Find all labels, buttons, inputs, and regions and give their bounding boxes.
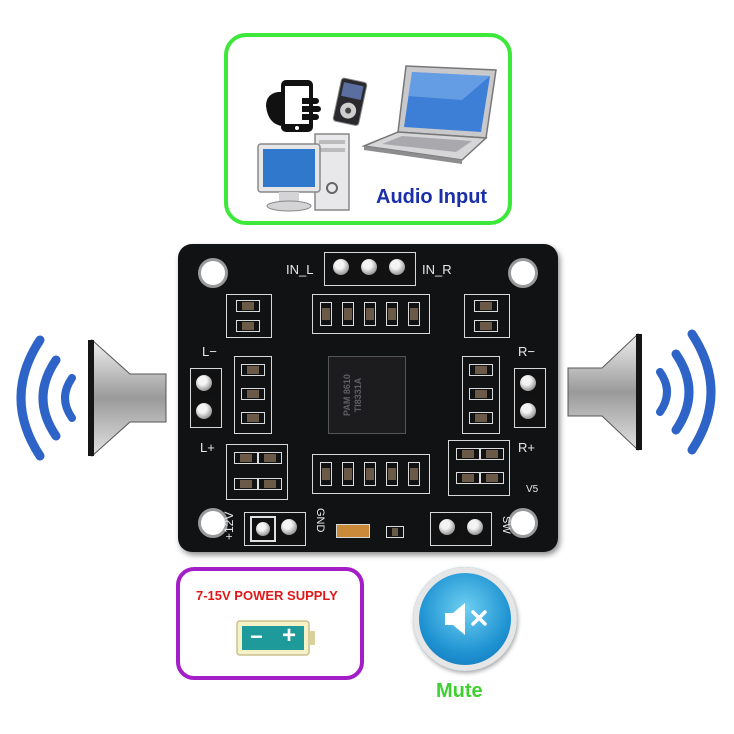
terminal-outline: [190, 368, 222, 428]
smd-component: [234, 452, 258, 464]
in-l-label: IN_L: [286, 262, 314, 277]
smd-component: [469, 388, 493, 400]
smd-group-outline: [312, 454, 430, 494]
v5-label: V5: [526, 484, 539, 495]
smd-group-outline: [226, 444, 288, 500]
amplifier-chip: [328, 356, 406, 434]
speaker-l-pin: [193, 400, 219, 426]
smd-group-outline: [234, 356, 272, 434]
power-supply-box: [176, 567, 364, 680]
led-component: [336, 524, 370, 538]
smd-component: [386, 302, 398, 326]
gnd-label: GND: [314, 508, 326, 533]
smd-component: [480, 472, 504, 484]
audio-input-label: Audio Input: [376, 186, 488, 208]
smd-component: [474, 300, 498, 312]
smd-component: [320, 462, 332, 486]
sw-pin: [436, 516, 462, 542]
in-r-label: IN_R: [422, 262, 452, 277]
smd-group-outline: [464, 294, 510, 338]
smd-component: [241, 412, 265, 424]
mounting-hole: [198, 258, 228, 288]
smd-component: [386, 526, 404, 538]
smd-group-outline: [462, 356, 500, 434]
smd-component: [236, 300, 260, 312]
input-header-outline: [324, 252, 416, 286]
smd-component: [364, 462, 376, 486]
mounting-hole: [508, 258, 538, 288]
l-plus-label: L+: [200, 440, 215, 455]
speaker-right-icon: [567, 329, 716, 455]
battery-minus: −: [250, 624, 263, 649]
smd-component: [234, 478, 258, 490]
smd-component: [474, 320, 498, 332]
smd-component: [456, 472, 480, 484]
audio-input-box: [224, 33, 512, 225]
smartphone-icon: [266, 80, 321, 132]
smd-component: [258, 452, 282, 464]
smd-component: [469, 364, 493, 376]
smd-group-outline: [226, 294, 272, 338]
smd-group-outline: [312, 294, 430, 334]
sw-label: SW: [500, 516, 512, 534]
smd-component: [469, 412, 493, 424]
mute-label: Mute: [436, 680, 483, 702]
input-pin: [330, 256, 356, 282]
sw-header-outline: [430, 512, 492, 546]
sw-pin: [464, 516, 490, 542]
speaker-left-icon: [16, 335, 167, 461]
mute-button[interactable]: [413, 567, 517, 671]
smd-component: [480, 448, 504, 460]
smd-component: [320, 302, 332, 326]
power-header-outline: [244, 512, 306, 546]
smd-component: [241, 388, 265, 400]
mounting-hole: [198, 508, 228, 538]
battery-plus: +: [282, 622, 297, 649]
terminal-outline: [514, 368, 546, 428]
smd-component: [456, 448, 480, 460]
power-pin: [278, 516, 304, 542]
amplifier-board: IN_L IN_R L− L+ R− R+ PAM 8610 TI8331A: [178, 244, 558, 552]
smd-component: [386, 462, 398, 486]
smd-component: [258, 478, 282, 490]
smd-component: [408, 302, 420, 326]
power-supply-label: 7-15V POWER SUPPLY: [196, 588, 338, 603]
speaker-r-pin: [517, 372, 543, 398]
speaker-l-pin: [193, 372, 219, 398]
smd-component: [342, 302, 354, 326]
input-pin: [358, 256, 384, 282]
l-minus-label: L−: [202, 344, 217, 359]
laptop-icon: [362, 65, 497, 164]
mounting-hole: [508, 508, 538, 538]
mute-speaker-icon: [445, 603, 487, 635]
desktop-computer-icon: [257, 133, 350, 212]
smd-component: [364, 302, 376, 326]
input-pin: [386, 256, 412, 282]
smd-component: [236, 320, 260, 332]
smd-group-outline: [448, 440, 510, 496]
battery-icon: − +: [236, 620, 316, 656]
music-player-icon: [332, 77, 368, 126]
smd-component: [408, 462, 420, 486]
power-pin: [250, 516, 276, 542]
r-minus-label: R−: [518, 344, 535, 359]
smd-component: [342, 462, 354, 486]
smd-component: [241, 364, 265, 376]
speaker-r-pin: [517, 400, 543, 426]
chip-marking: PAM 8610 TI8331A: [342, 374, 363, 416]
r-plus-label: R+: [518, 440, 535, 455]
plus-12v-label: +12V: [222, 511, 236, 540]
